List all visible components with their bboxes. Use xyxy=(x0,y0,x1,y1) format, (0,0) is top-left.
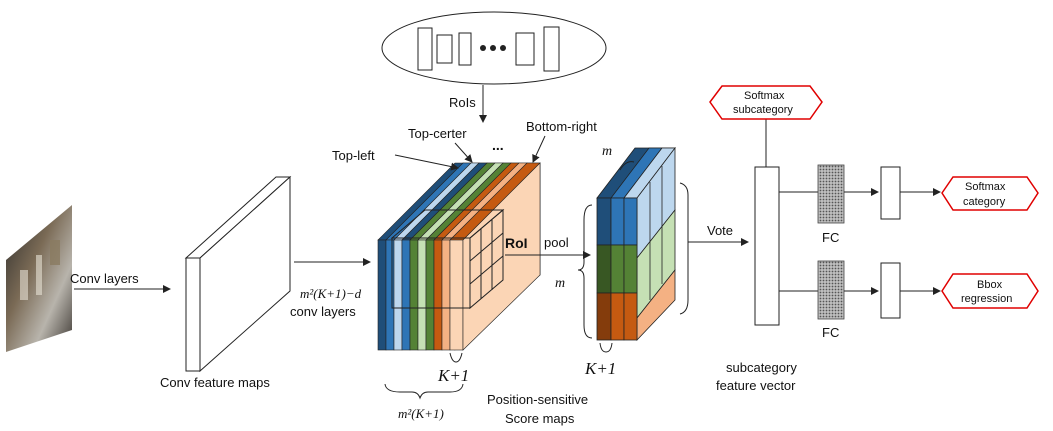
pooled-cube xyxy=(596,146,676,342)
k-plus-1-label-a: K+1 xyxy=(437,366,469,385)
bottom-right-label: Bottom-right xyxy=(526,119,597,134)
softmax-sub-label-2: subcategory xyxy=(733,104,793,116)
softmax-cat-label-1: Softmax xyxy=(965,181,1006,193)
cube-right-brace xyxy=(679,182,689,315)
softmax-category-tag xyxy=(941,176,1039,211)
conv-layers-2-label: conv layers xyxy=(290,304,356,319)
fc-top-output xyxy=(880,166,901,220)
top-left-arrow xyxy=(394,154,459,171)
ellipsis-label: ... xyxy=(492,137,504,153)
m-left-brace xyxy=(577,204,593,339)
vote-label: Vote xyxy=(707,223,733,238)
fc-bottom-block xyxy=(817,260,845,320)
pool-label: pool xyxy=(544,235,569,250)
ps-score-label-2: Score maps xyxy=(505,411,575,426)
m-top-brace xyxy=(619,161,635,171)
m2k1-label: m²(K+1) xyxy=(398,406,444,421)
fc-bottom-label: FC xyxy=(822,325,839,340)
conv-formula-label: m²(K+1)−d xyxy=(300,286,362,301)
rois-label: RoIs xyxy=(449,95,476,110)
roi-label: RoI xyxy=(505,235,528,251)
fc-top-block xyxy=(817,164,845,224)
fc-top-label: FC xyxy=(822,230,839,245)
top-center-label: Top-certer xyxy=(408,126,467,141)
subcat-vec-label-2: feature vector xyxy=(716,378,796,393)
softmax-cat-label-2: category xyxy=(963,196,1006,208)
bbox-regression-tag xyxy=(941,273,1039,309)
top-center-arrow xyxy=(454,142,473,163)
subcat-vec-label-1: subcategory xyxy=(726,360,797,375)
k-plus-1-brace-b xyxy=(599,342,613,353)
m2k1-brace xyxy=(384,383,464,400)
conv-layers-label: Conv layers xyxy=(70,271,139,286)
roi-box xyxy=(390,208,505,310)
bbox-label-1: Bbox xyxy=(977,279,1003,291)
score-map-stack xyxy=(377,162,541,351)
k-plus-1-brace xyxy=(449,352,463,363)
conv-feature-maps-label: Conv feature maps xyxy=(160,375,270,390)
rois-ellipse xyxy=(381,11,607,85)
softmax-sub-label-1: Softmax xyxy=(744,90,785,102)
m-top-label: m xyxy=(602,144,612,159)
input-image xyxy=(6,205,72,352)
softmax-subcategory-tag xyxy=(709,85,823,120)
bbox-label-2: regression xyxy=(961,293,1012,305)
k-plus-1-label-b: K+1 xyxy=(584,359,616,378)
subcategory-feature-vector xyxy=(754,166,780,326)
bottom-right-arrow xyxy=(532,135,546,163)
ps-score-label-1: Position-sensitive xyxy=(487,392,588,407)
conv-feature-maps-slab xyxy=(184,175,292,373)
fc-bottom-output xyxy=(880,262,901,319)
m-left-label: m xyxy=(555,276,565,291)
top-left-label: Top-left xyxy=(332,148,375,163)
